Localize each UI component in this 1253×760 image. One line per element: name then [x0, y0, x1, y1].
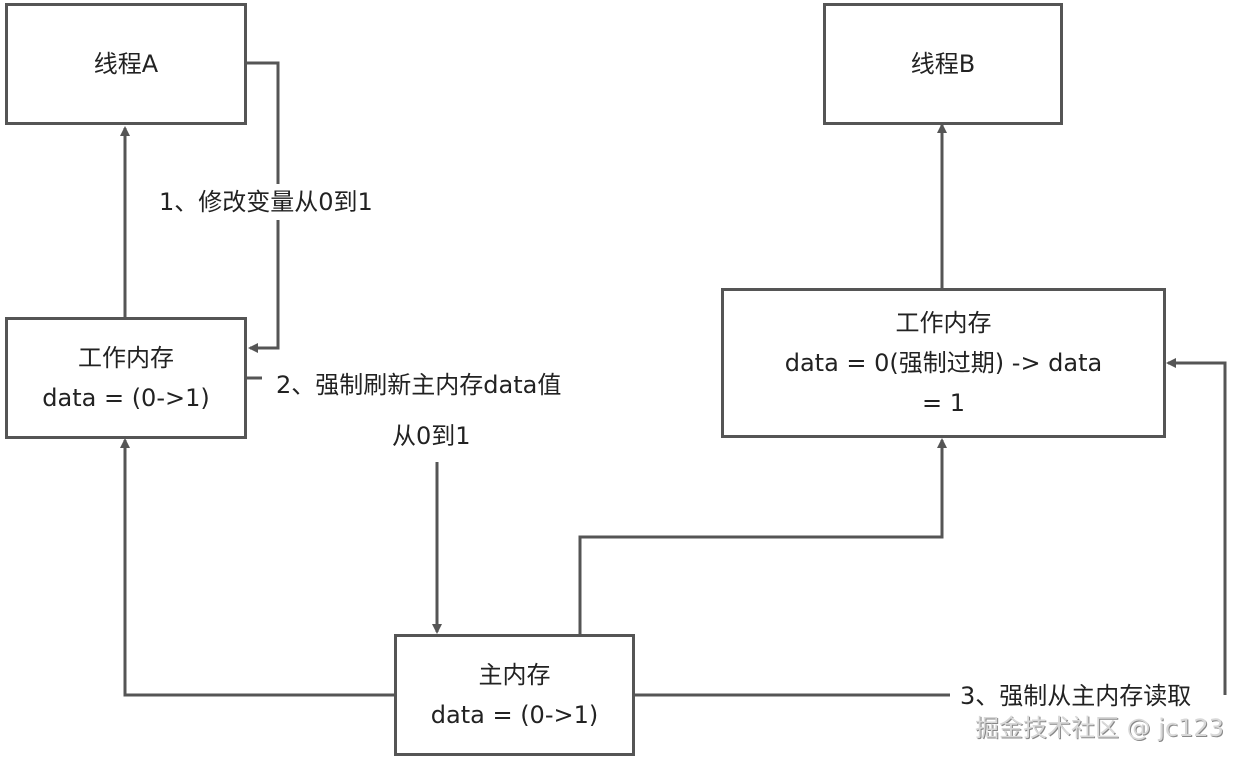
main-memory-value: data = (0->1) [430, 701, 599, 729]
thread-b-box: 线程B [823, 3, 1063, 125]
main-memory-box: 主内存 data = (0->1) [394, 634, 635, 756]
arrow-main-memory-to-workmem-b [578, 438, 947, 635]
arrow-main-memory-to-workmem-b-step3 [633, 363, 1227, 697]
step2-label-line2: 从0到1 [392, 418, 471, 454]
work-memory-a-box: 工作内存 data = (0->1) [5, 317, 247, 439]
work-memory-a-value: data = (0->1) [42, 384, 210, 412]
thread-b-title: 线程B [910, 50, 976, 78]
work-memory-b-title: 工作内存 [895, 309, 992, 337]
work-memory-a-title: 工作内存 [78, 344, 174, 372]
thread-a-title: 线程A [93, 50, 159, 78]
step3-label: 3、强制从主内存读取 [960, 678, 1192, 714]
work-memory-b-value-line1: data = 0(强制过期) -> data [784, 349, 1103, 377]
work-memory-b-box: 工作内存 data = 0(强制过期) -> data = 1 [721, 288, 1166, 438]
work-memory-b-value-line2: = 1 [921, 389, 965, 417]
main-memory-title: 主内存 [478, 661, 551, 689]
watermark: 掘金技术社区 @ jc123 [975, 714, 1224, 742]
arrow-main-memory-to-workmem-a [120, 438, 395, 697]
step2-label-line1: 2、强制刷新主内存data值 [276, 367, 562, 403]
step1-label: 1、修改变量从0到1 [155, 184, 377, 220]
thread-a-box: 线程A [5, 3, 247, 125]
